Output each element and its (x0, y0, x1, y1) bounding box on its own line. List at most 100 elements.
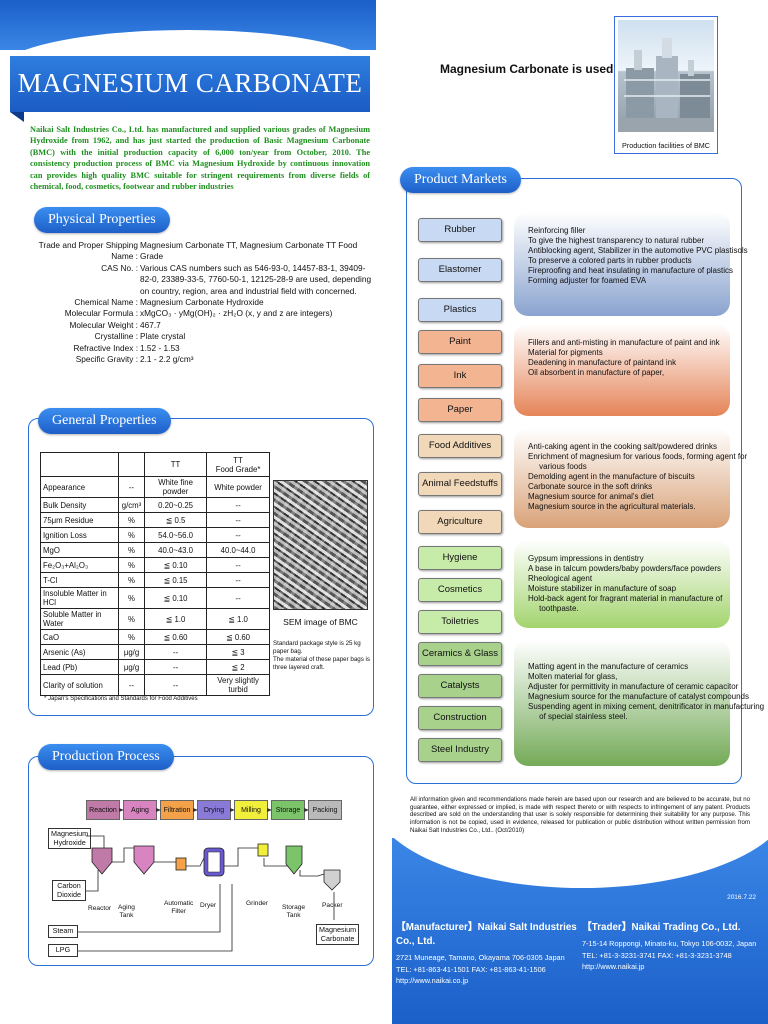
sem-image (273, 480, 368, 610)
property-key: Refractive Index : (73, 342, 138, 353)
manufacturer-block: 【Manufacturer】Naikai Salt Industries Co.… (396, 921, 582, 987)
market-category-animal-feedstuffs[interactable]: Animal Feedstuffs (418, 472, 502, 496)
table-header-cell (118, 452, 145, 477)
market-category-ink[interactable]: Ink (418, 364, 502, 388)
property-row: Molecular Formula :xMgCO₃ · yMg(OH)₂ · z… (32, 308, 372, 319)
market-use-line: Forming adjuster for foamed EVA (528, 276, 647, 285)
property-value: Magnesium Carbonate TT, Magnesium Carbon… (140, 240, 358, 262)
property-row: Refractive Index :1.52 - 1.53 (32, 343, 372, 354)
property-row: Crystalline :Plate crystal (32, 331, 372, 342)
trader-address: 7-15-14 Roppongi, Minato-ku, Tokyo 106-0… (582, 939, 757, 948)
physical-properties-section (30, 226, 372, 402)
title-banner: MAGNESIUM CARBONATE (10, 56, 370, 122)
market-category-toiletries[interactable]: Toiletries (418, 610, 502, 634)
market-description: Matting agent in the manufacture of cera… (514, 640, 765, 766)
market-category-steel-industry[interactable]: Steel Industry (418, 738, 502, 762)
market-category-cosmetics[interactable]: Cosmetics (418, 578, 502, 602)
market-category-elastomer[interactable]: Elastomer (418, 258, 502, 282)
market-category-agriculture[interactable]: Agriculture (418, 510, 502, 534)
uses-title: Magnesium Carbonate is used for.... (440, 62, 646, 76)
contact-footer: 2016.7.22 (392, 838, 768, 1024)
product-markets-heading: Product Markets (400, 167, 521, 193)
market-use-line: Magnesium source for animal's diet (528, 492, 654, 501)
process-input: LPG (48, 944, 78, 957)
table-row: Ignition Loss%54.0~56.0-- (40, 527, 270, 543)
market-use-line: A base in talcum powders/baby powders/fa… (528, 564, 721, 573)
market-use-line: Adjuster for permittivity in manufacture… (528, 682, 739, 691)
top-banner (0, 0, 376, 70)
market-category-hygiene[interactable]: Hygiene (418, 546, 502, 570)
market-use-line: Enrichment of magnesium for various food… (528, 452, 748, 461)
facility-photo-frame: Production facilities of BMC (614, 16, 718, 154)
market-use-line: To give the highest transparency to natu… (528, 236, 705, 245)
market-use-line: Gypsum impressions in dentistry (528, 554, 644, 563)
table-row: Arsenic (As)μg/g--≦ 3 (40, 644, 270, 660)
market-use-line: Deadening in manufacture of paintand ink (528, 358, 677, 367)
market-category-food-additives[interactable]: Food Additives (418, 434, 502, 458)
market-use-line: Hold-back agent for fragrant material in… (528, 594, 723, 603)
table-row: Clarity of solution----Very slightly tur… (40, 674, 270, 696)
property-key: Molecular Formula : (64, 308, 138, 319)
property-key: CAS No. : (101, 262, 138, 273)
disclaimer: All information given and recommendation… (410, 796, 750, 834)
property-value: 2.1 - 2.2 g/cm³ (140, 354, 194, 365)
market-category-plastics[interactable]: Plastics (418, 298, 502, 322)
facility-photo-caption: Production facilities of BMC (622, 141, 710, 150)
market-use-line: Matting agent in the manufacture of cera… (528, 662, 689, 671)
property-value: 467.7 (140, 319, 161, 330)
date-label: 2016.7.22 (727, 894, 756, 901)
process-unit-label: Grinder (246, 900, 268, 907)
sem-caption: SEM image of BMC (283, 617, 358, 627)
property-row: Molecular Weight :467.7 (32, 320, 372, 331)
market-category-catalysts[interactable]: Catalysts (418, 674, 502, 698)
market-category-paper[interactable]: Paper (418, 398, 502, 422)
market-use-line: Fillers and anti-misting in manufacture … (528, 338, 720, 347)
manufacturer-url[interactable]: http://www.naikai.co.jp (396, 976, 469, 986)
table-header-cell (40, 452, 119, 477)
manufacturer-phone: TEL: +81-863-41-1501 FAX: +81-863-41-150… (396, 964, 546, 974)
market-use-line: Reinforcing filler (528, 226, 586, 235)
manufacturer-address: 2721 Muneage, Tamano, Okayama 706-0305 J… (396, 953, 565, 962)
general-properties-heading: General Properties (38, 408, 171, 434)
package-note: Standard package style is 25 kg paper ba… (273, 640, 373, 672)
physical-properties-list: Trade and Proper Shipping Name :Magnesiu… (32, 240, 372, 365)
market-category-ceramics-glass[interactable]: Ceramics & Glass (418, 642, 502, 666)
trader-url[interactable]: http://www.naikai.jp (582, 962, 645, 972)
market-category-rubber[interactable]: Rubber (418, 218, 502, 242)
market-category-paint[interactable]: Paint (418, 330, 502, 354)
property-value: 1.52 - 1.53 (140, 342, 180, 353)
property-key: Molecular Weight : (69, 319, 138, 330)
table-cell: Very slightly turbid (206, 674, 270, 696)
property-key: Crystalline : (94, 331, 138, 342)
market-use-line: Antiblocking agent, Stabilizer in the au… (528, 246, 748, 255)
table-cell: Clarity of solution (40, 674, 119, 696)
market-use-line: Suspending agent in mixing cement, denit… (528, 702, 765, 711)
property-row: Specific Gravity :2.1 - 2.2 g/cm³ (32, 354, 372, 365)
manufacturer-heading: 【Manufacturer】Naikai Salt Industries Co.… (396, 922, 577, 947)
property-row: CAS No. :Various CAS numbers such as 546… (32, 263, 372, 297)
intro-paragraph: Naikai Salt Industries Co., Ltd. has man… (30, 125, 370, 192)
property-value: Magnesium Carbonate Hydroxide (140, 297, 264, 308)
process-input: Steam (48, 925, 78, 938)
production-process-heading: Production Process (38, 744, 174, 770)
market-category-construction[interactable]: Construction (418, 706, 502, 730)
property-key: Trade and Proper Shipping Name : (38, 240, 138, 262)
process-unit-label: Dryer (200, 902, 217, 909)
property-key: Specific Gravity : (75, 354, 138, 365)
market-description: Anti-caking agent in the cooking salt/po… (514, 428, 748, 528)
trader-heading: 【Trader】Naikai Trading Co., Ltd. (582, 922, 741, 933)
process-unit-label: Reactor (88, 905, 112, 912)
package-note-line: Standard package style is 25 kg paper ba… (273, 640, 361, 655)
